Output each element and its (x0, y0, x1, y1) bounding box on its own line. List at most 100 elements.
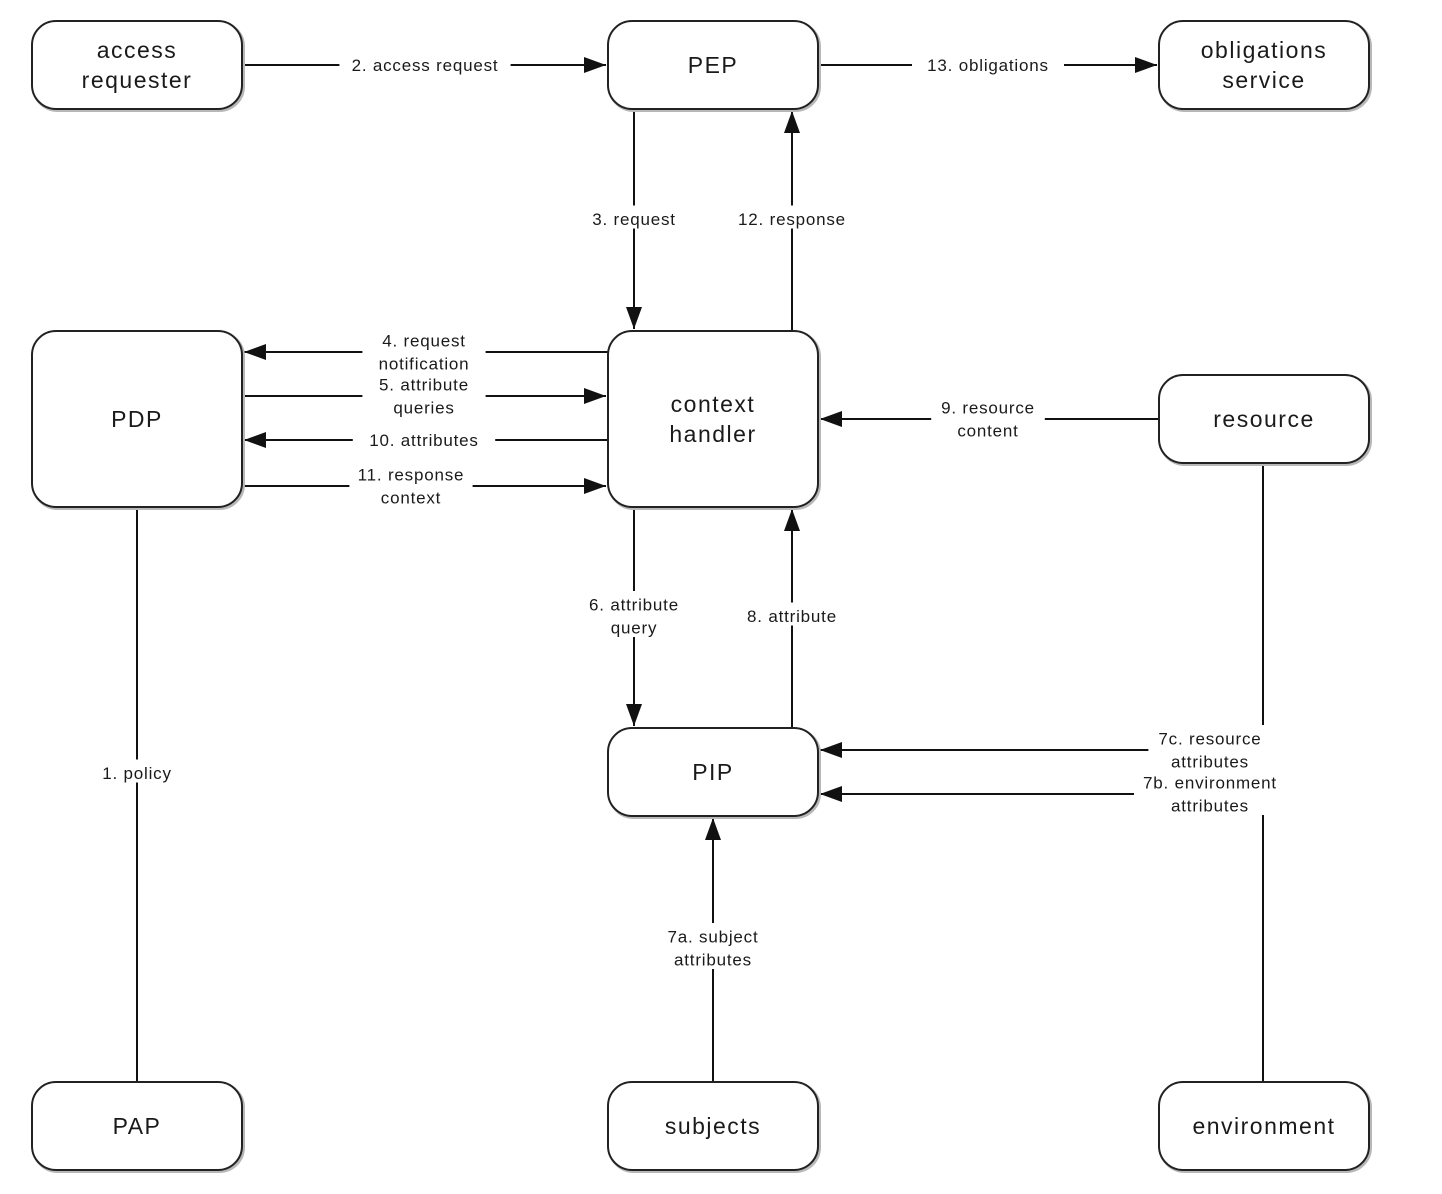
arrowhead-icon (584, 478, 606, 494)
node-resource: resource (1158, 374, 1372, 466)
arrowhead-icon (820, 742, 842, 758)
edge-label-text: attributes (674, 951, 752, 970)
node-box (31, 330, 243, 508)
edge-label-background (730, 602, 854, 626)
edge-label-text: query (611, 619, 658, 638)
edge-label-e13: 13. obligations (912, 51, 1064, 75)
arrowhead-icon (1135, 57, 1157, 73)
edge-label-text: 1. policy (102, 764, 172, 783)
node-box (1158, 1081, 1370, 1171)
node-pip: PIP (607, 727, 821, 819)
edge-label-background (582, 205, 686, 229)
edge-label-e12: 12. response (730, 205, 854, 229)
node-label: PAP (113, 1113, 162, 1139)
edge-label-background (349, 461, 473, 507)
edge-label-e6: 6. attribute query (572, 591, 696, 638)
node-label: handler (669, 421, 756, 447)
edge-label-e7b: 7b. environment attributes (1134, 769, 1286, 816)
node-label: PEP (688, 52, 739, 78)
node-access-requester: access requester (31, 20, 245, 112)
arrowhead-icon (820, 411, 842, 427)
edge-label-e11: 11. response context (349, 461, 473, 508)
edge-label-text: 8. attribute (747, 607, 837, 626)
edge-label-background (912, 51, 1064, 75)
node-box (607, 330, 819, 508)
node-label: environment (1192, 1113, 1335, 1139)
edge-label-e1: 1. policy (89, 759, 185, 783)
edge-label-background (656, 923, 770, 969)
node-box (607, 1081, 819, 1171)
edge-label-text: 3. request (592, 210, 676, 229)
arrowhead-icon (584, 388, 606, 404)
edge-label-text: 10. attributes (369, 431, 478, 450)
node-label: obligations (1201, 37, 1327, 63)
edge-label-text: 4. request (382, 332, 466, 351)
node-context-handler: context handler (607, 330, 821, 510)
node-label: PDP (111, 406, 163, 432)
edge-label-text: attributes (1171, 797, 1249, 816)
node-pep: PEP (607, 20, 821, 112)
edge-label-background (352, 426, 496, 450)
node-box (607, 727, 819, 817)
edge-label-text: 7a. subject (667, 928, 758, 947)
arrowhead-icon (820, 786, 842, 802)
edge-label-background (89, 759, 185, 783)
edge-label-text: 7b. environment (1143, 774, 1277, 793)
node-subjects: subjects (607, 1081, 821, 1173)
edge-label-e3: 3. request (582, 205, 686, 229)
edge-label-e7a: 7a. subject attributes (656, 923, 770, 970)
node-obligations-service: obligations service (1158, 20, 1372, 112)
node-label: subjects (665, 1113, 761, 1139)
edge-line (820, 463, 1264, 751)
node-label: requester (82, 67, 193, 93)
edge-label-e10: 10. attributes (352, 426, 496, 450)
edge-label-e7c: 7c. resource attributes (1148, 725, 1272, 772)
arrowhead-icon (584, 57, 606, 73)
node-environment: environment (1158, 1081, 1372, 1173)
edge-label-text: 11. response (358, 466, 465, 485)
edge-label-background (572, 591, 696, 637)
node-box (1158, 374, 1370, 464)
edge-label-background (339, 51, 511, 75)
node-label: service (1222, 67, 1305, 93)
edge-label-text: notification (379, 355, 470, 374)
edge-label-background (1148, 725, 1272, 771)
edge-label-text: 9. resource (941, 399, 1035, 418)
node-box (1158, 20, 1370, 110)
edge-label-e9: 9. resource content (931, 394, 1045, 441)
node-label: context (671, 391, 756, 417)
edge-label-background (1134, 769, 1286, 815)
edge-label-e8: 8. attribute (730, 602, 854, 626)
edge-label-text: 2. access request (352, 56, 499, 75)
edge-label-background (362, 371, 486, 417)
edge-label-text: content (957, 422, 1018, 441)
node-pdp: PDP (31, 330, 245, 510)
edge-label-text: attributes (1171, 753, 1249, 772)
node-box (607, 20, 819, 110)
edge-e7c (820, 463, 1264, 758)
edge-label-text: 13. obligations (927, 56, 1049, 75)
node-label: resource (1213, 406, 1314, 432)
edge-label-e2: 2. access request (339, 51, 511, 75)
edge-label-text: 12. response (738, 210, 846, 229)
node-box (31, 1081, 243, 1171)
arrowhead-icon (705, 818, 721, 840)
arrowhead-icon (626, 704, 642, 726)
node-box (31, 20, 243, 110)
edge-label-text: 7c. resource (1158, 730, 1261, 749)
labels-layer: 1. policy 2. access request 3. request 4. r… (89, 51, 1286, 970)
edge-line (820, 793, 1264, 1082)
arrowhead-icon (244, 432, 266, 448)
node-label: access (97, 37, 178, 63)
edge-label-text: context (381, 489, 441, 508)
edge-label-e4: 4. request notification (362, 327, 486, 374)
edge-label-text: 6. attribute (589, 596, 679, 615)
edge-label-background (931, 394, 1045, 440)
node-pap: PAP (31, 1081, 245, 1173)
edge-label-text: 5. attribute (379, 376, 469, 395)
node-label: PIP (692, 759, 734, 785)
arrowhead-icon (784, 509, 800, 531)
